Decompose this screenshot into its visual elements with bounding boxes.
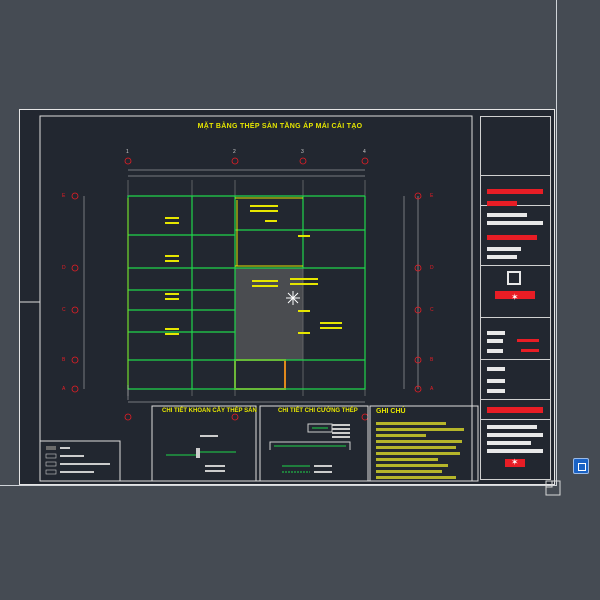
- note-line: [376, 428, 464, 431]
- title-block-text-band: [487, 255, 517, 259]
- row-label-C: C: [62, 307, 66, 313]
- row-label-B: B: [62, 357, 66, 363]
- title-block-divider: [481, 359, 550, 360]
- detail-2-title: CHI TIẾT CHI CƯỜNG THÉP: [278, 408, 358, 414]
- row-label-B-right: B: [430, 357, 434, 363]
- title-block-text-band: [487, 221, 543, 225]
- title-block-text-band: [487, 425, 537, 429]
- title-block-text-band: [487, 433, 543, 437]
- note-line: [376, 476, 456, 479]
- detail-1-title: CHI TIẾT KHOAN CẤY THÉP SÀN: [162, 408, 257, 414]
- title-block-firm-band: [487, 201, 517, 206]
- note-line: [376, 458, 438, 461]
- title-block-text-band: [487, 441, 531, 445]
- title-block-text-band: [487, 379, 505, 383]
- title-block-text-band: [487, 339, 503, 343]
- viewport-edge-horizontal: [0, 485, 556, 486]
- viewcube-face-icon: [578, 463, 586, 471]
- row-label-C-right: C: [430, 307, 434, 313]
- axis-label-1: 1: [126, 149, 129, 155]
- signature-mark: [517, 339, 539, 342]
- row-label-A: A: [62, 386, 66, 392]
- title-block-text-band: [487, 213, 527, 217]
- star-mark-icon: ✶: [511, 457, 519, 467]
- row-label-E: E: [62, 193, 66, 199]
- note-line: [376, 422, 446, 425]
- axis-label-4: 4: [363, 149, 366, 155]
- company-logo-icon: [507, 271, 521, 285]
- title-block-text-band: [487, 331, 505, 335]
- axis-label-3: 3: [301, 149, 304, 155]
- sheet-number-band: [505, 459, 525, 467]
- star-mark-icon: ✶: [511, 292, 519, 302]
- resize-grip-icon[interactable]: [545, 480, 561, 496]
- title-block-text-band: [487, 367, 505, 371]
- signature-mark: [521, 349, 539, 352]
- note-line: [376, 446, 456, 449]
- title-block-divider: [481, 399, 550, 400]
- title-block-text-band: [487, 449, 543, 453]
- title-block: ✶ ✶: [480, 116, 551, 480]
- title-block-firm-band: [487, 189, 543, 194]
- note-line: [376, 464, 448, 467]
- drawing-canvas[interactable]: [20, 110, 554, 484]
- title-block-divider: [481, 317, 550, 318]
- title-block-divider: [481, 265, 550, 266]
- title-block-project-band: [487, 235, 537, 240]
- viewcube-icon[interactable]: [573, 458, 589, 474]
- title-block-text-band: [487, 389, 505, 393]
- drawing-title-band: [487, 407, 543, 413]
- plan-title: MẶT BẰNG THÉP SÀN TẦNG ÁP MÁI CẢI TẠO: [197, 123, 363, 130]
- title-block-logo-band: [495, 291, 535, 299]
- notes-title: GHI CHÚ: [376, 408, 406, 415]
- row-label-E-right: E: [430, 193, 434, 199]
- note-line: [376, 470, 442, 473]
- note-line: [376, 434, 426, 437]
- layout-sheet: MẶT BẰNG THÉP SÀN TẦNG ÁP MÁI CẢI TẠO CH…: [19, 109, 555, 485]
- note-line: [376, 452, 460, 455]
- row-label-A-right: A: [430, 386, 434, 392]
- title-block-divider: [481, 419, 550, 420]
- row-label-D-right: D: [430, 265, 434, 271]
- viewport-edge-vertical: [556, 0, 557, 486]
- axis-label-2: 2: [233, 149, 236, 155]
- title-block-divider: [481, 175, 550, 176]
- title-block-text-band: [487, 349, 503, 353]
- note-line: [376, 440, 462, 443]
- title-block-text-band: [487, 247, 521, 251]
- row-label-D: D: [62, 265, 66, 271]
